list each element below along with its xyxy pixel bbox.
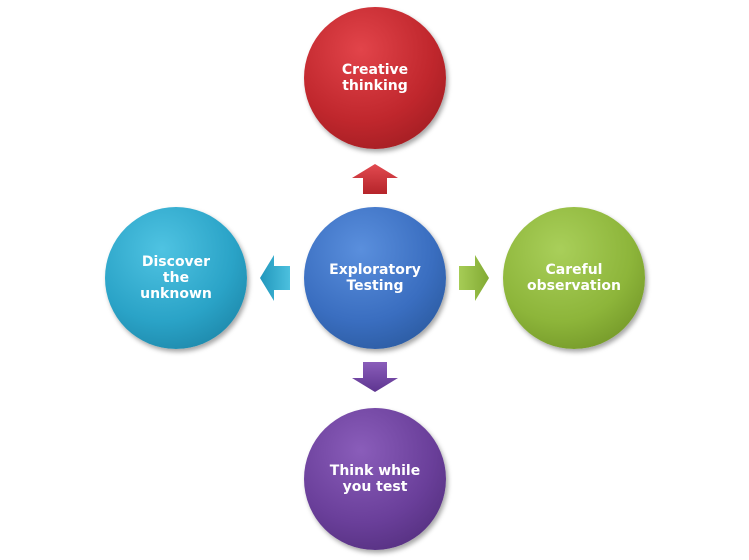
node-careful-observation: Careful observation [503,207,645,349]
node-exploratory-testing: Exploratory Testing [304,207,446,349]
arrow-left-icon [260,255,290,301]
node-think-while-you-test: Think while you test [304,408,446,550]
arrow-down-icon [352,362,398,392]
node-discover-the-unknown-label: Discover the unknown [140,254,212,302]
node-think-while-you-test-label: Think while you test [329,463,421,495]
node-discover-the-unknown: Discover the unknown [105,207,247,349]
node-careful-observation-label: Careful observation [526,262,622,294]
node-creative-thinking-label: Creative thinking [341,62,409,94]
arrow-right-icon [459,255,489,301]
node-creative-thinking: Creative thinking [304,7,446,149]
node-exploratory-testing-label: Exploratory Testing [329,262,421,294]
arrow-up-icon [352,164,398,194]
